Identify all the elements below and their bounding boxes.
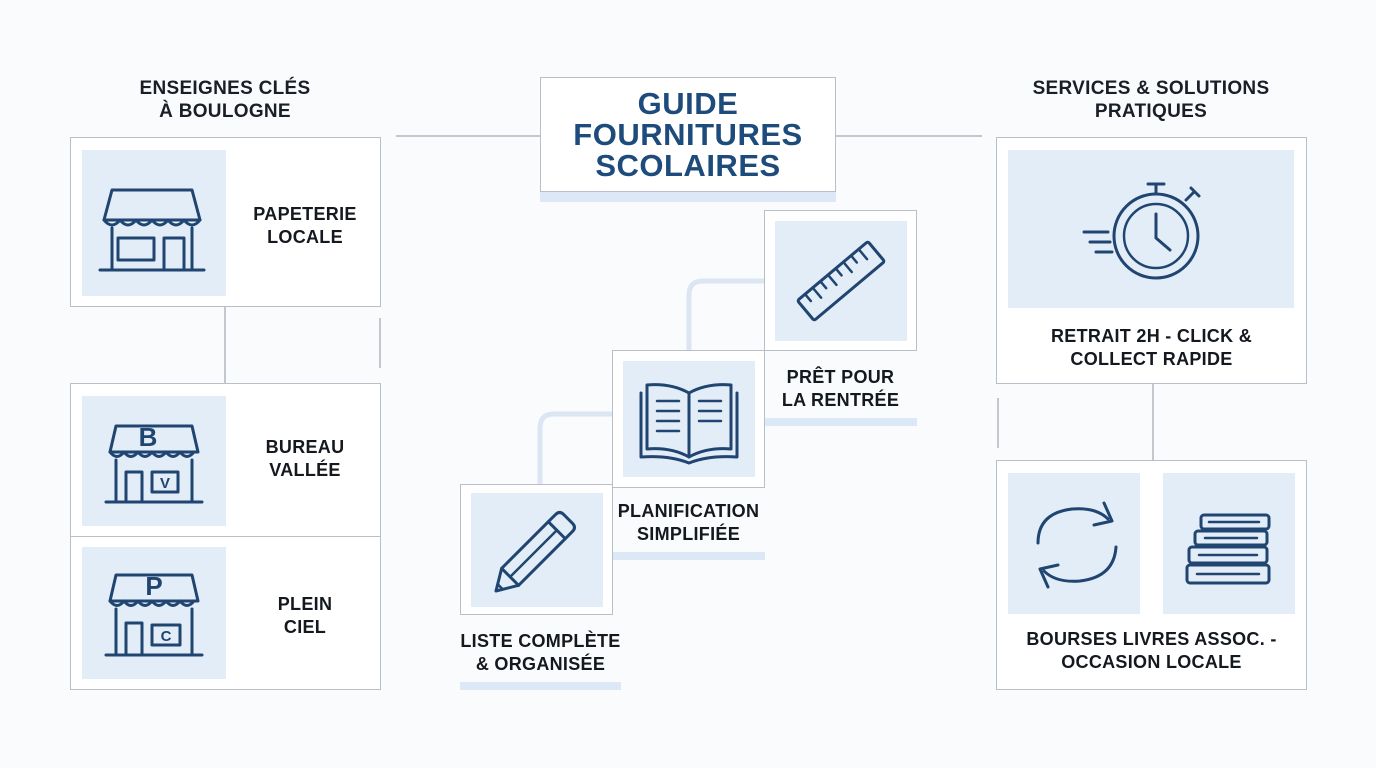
connector-line-right-side bbox=[997, 398, 999, 448]
store-icon-tile: B V bbox=[82, 396, 226, 526]
store-card-papeterie: PAPETERIE LOCALE bbox=[70, 137, 381, 307]
step-accent bbox=[460, 682, 621, 690]
service-label-line2: OCCASION LOCALE bbox=[1061, 652, 1242, 672]
step-icon-tile bbox=[623, 361, 755, 477]
step-label-line1: PLANIFICATION bbox=[617, 501, 760, 521]
step-card-planification bbox=[612, 350, 765, 488]
store-icon-tile bbox=[82, 150, 226, 296]
step-icon-tile bbox=[775, 221, 907, 341]
store-name-line1: BUREAU bbox=[265, 437, 345, 457]
step-label-pret: PRÊT POUR LA RENTRÉE bbox=[764, 366, 917, 412]
service-icon-tile bbox=[1008, 150, 1294, 308]
service-icon-tile-books bbox=[1163, 473, 1295, 614]
right-column-heading: SERVICES & SOLUTIONS PRATIQUES bbox=[996, 77, 1306, 123]
title-line2: FOURNITURES bbox=[573, 117, 803, 152]
step-label-line2: LA RENTRÉE bbox=[781, 390, 900, 410]
title-shadow-accent bbox=[540, 190, 836, 202]
store-name-line2: CIEL bbox=[283, 617, 327, 637]
book-stack-icon bbox=[1185, 513, 1271, 585]
connector-line-top-right bbox=[836, 135, 982, 137]
page-title: GUIDE FOURNITURES SCOLAIRES bbox=[541, 88, 835, 181]
title-line3: SCOLAIRES bbox=[595, 148, 781, 183]
store-name-plein-ciel: PLEIN CIEL bbox=[231, 593, 379, 639]
sign-letter-p: P bbox=[145, 571, 162, 601]
storefront-p-icon: P C bbox=[104, 571, 204, 657]
step-label-liste: LISTE COMPLÈTE & ORGANISÉE bbox=[452, 630, 629, 676]
recycle-arrows-icon bbox=[1036, 501, 1118, 589]
service-label-line1: BOURSES LIVRES ASSOC. - bbox=[1026, 629, 1277, 649]
connector-line-right-vertical bbox=[1152, 384, 1154, 460]
open-book-icon bbox=[639, 383, 739, 465]
service-label-bourses: BOURSES LIVRES ASSOC. - OCCASION LOCALE bbox=[997, 628, 1306, 674]
step-icon-tile bbox=[471, 493, 603, 607]
store-name-line2: VALLÉE bbox=[269, 460, 341, 480]
service-label-line2: COLLECT RAPIDE bbox=[1070, 349, 1233, 369]
store-name-line2: LOCALE bbox=[267, 227, 343, 247]
connector-line-left-side bbox=[379, 318, 381, 368]
left-heading-line2: À BOULOGNE bbox=[159, 101, 291, 122]
step-accent bbox=[612, 552, 765, 560]
store-name-line1: PLEIN bbox=[277, 594, 333, 614]
store-name-bureau-vallee: BUREAU VALLÉE bbox=[231, 436, 379, 482]
step-label-line2: SIMPLIFIÉE bbox=[636, 524, 740, 544]
step-label-planification: PLANIFICATION SIMPLIFIÉE bbox=[612, 500, 765, 546]
storefront-icon bbox=[98, 188, 206, 272]
service-card-bourses: BOURSES LIVRES ASSOC. - OCCASION LOCALE bbox=[996, 460, 1307, 690]
right-heading-line1: SERVICES & SOLUTIONS bbox=[1032, 78, 1270, 99]
step-label-line1: LISTE COMPLÈTE bbox=[460, 631, 621, 651]
step-label-line1: PRÊT POUR bbox=[786, 367, 895, 387]
step-card-liste bbox=[460, 484, 613, 615]
left-column-heading: ENSEIGNES CLÉS À BOULOGNE bbox=[70, 77, 380, 123]
service-card-retrait: RETRAIT 2H - CLICK & COLLECT RAPIDE bbox=[996, 137, 1307, 384]
right-heading-line2: PRATIQUES bbox=[1094, 101, 1208, 122]
title-line1: GUIDE bbox=[637, 86, 739, 121]
connector-line-left-vertical bbox=[224, 307, 226, 383]
store-icon-tile: P C bbox=[82, 547, 226, 679]
connector-line-top-left bbox=[396, 135, 540, 137]
ruler-icon bbox=[796, 240, 886, 322]
left-heading-line1: ENSEIGNES CLÉS bbox=[139, 78, 311, 99]
store-name-line1: PAPETERIE bbox=[253, 204, 357, 224]
pencil-icon bbox=[494, 511, 576, 593]
step-label-line2: & ORGANISÉE bbox=[475, 654, 606, 674]
title-box: GUIDE FOURNITURES SCOLAIRES bbox=[540, 77, 836, 192]
window-letter-v: V bbox=[160, 475, 170, 492]
window-letter-c: C bbox=[161, 628, 172, 645]
store-name-papeterie: PAPETERIE LOCALE bbox=[231, 203, 379, 249]
service-label-retrait: RETRAIT 2H - CLICK & COLLECT RAPIDE bbox=[997, 325, 1306, 371]
stopwatch-icon bbox=[1082, 182, 1201, 280]
store-card-bureau-vallee: B V BUREAU VALLÉE bbox=[70, 383, 381, 537]
service-icon-tile-recycle bbox=[1008, 473, 1140, 614]
sign-letter-b: B bbox=[139, 422, 158, 452]
step-accent bbox=[764, 418, 917, 426]
storefront-b-icon: B V bbox=[104, 422, 204, 504]
store-card-plein-ciel: P C PLEIN CIEL bbox=[70, 536, 381, 690]
service-label-line1: RETRAIT 2H - CLICK & bbox=[1051, 326, 1252, 346]
step-card-pret bbox=[764, 210, 917, 351]
